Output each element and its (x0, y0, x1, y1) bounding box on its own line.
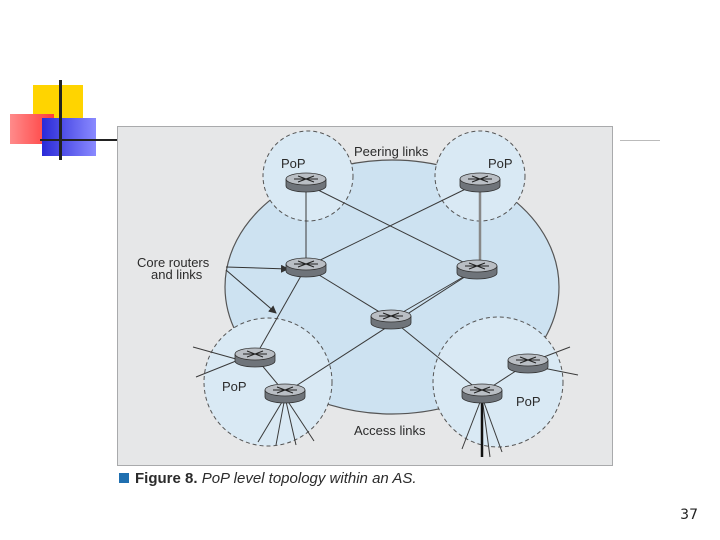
label-and-links: and links (151, 267, 203, 282)
caption-bullet (119, 473, 129, 483)
router-pop-bottom-left-upper (234, 347, 276, 368)
router-pop-bottom-right-lower (461, 383, 503, 404)
core-router-arrows (225, 264, 289, 314)
router-pop-bottom-right-upper (507, 353, 549, 374)
router-core-right (456, 259, 498, 280)
label-peering-links: Peering links (354, 144, 429, 159)
access-links (192, 346, 579, 458)
topology-diagram: Peering links PoP PoP Core routers and l… (137, 130, 579, 458)
router-core-left (285, 257, 327, 278)
page-number: 37 (680, 507, 698, 523)
label-pop-bottom-left: PoP (222, 379, 247, 394)
figure-pop-topology: Peering links PoP PoP Core routers and l… (117, 126, 613, 466)
caption-label: Figure 8. (135, 470, 198, 487)
deco-vertical-line (59, 80, 62, 160)
deco-title-rule (620, 140, 660, 141)
figure-caption: Figure 8. PoP level topology within an A… (119, 470, 417, 487)
label-pop-bottom-right: PoP (516, 394, 541, 409)
deco-blue-square (42, 118, 96, 156)
label-access-links: Access links (354, 423, 426, 438)
deco-horizontal-line (40, 139, 120, 141)
router-pop-top-right (459, 172, 501, 193)
caption-text: PoP level topology within an AS. (201, 470, 417, 487)
router-pop-bottom-left-lower (264, 383, 306, 404)
routers (234, 172, 549, 404)
pop-region-bottom-left (203, 317, 333, 447)
router-pop-top-left (285, 172, 327, 193)
router-core-center (370, 309, 412, 330)
label-pop-top-left: PoP (281, 156, 306, 171)
label-core-routers: Core routers (137, 255, 210, 270)
label-pop-top-right: PoP (488, 156, 513, 171)
